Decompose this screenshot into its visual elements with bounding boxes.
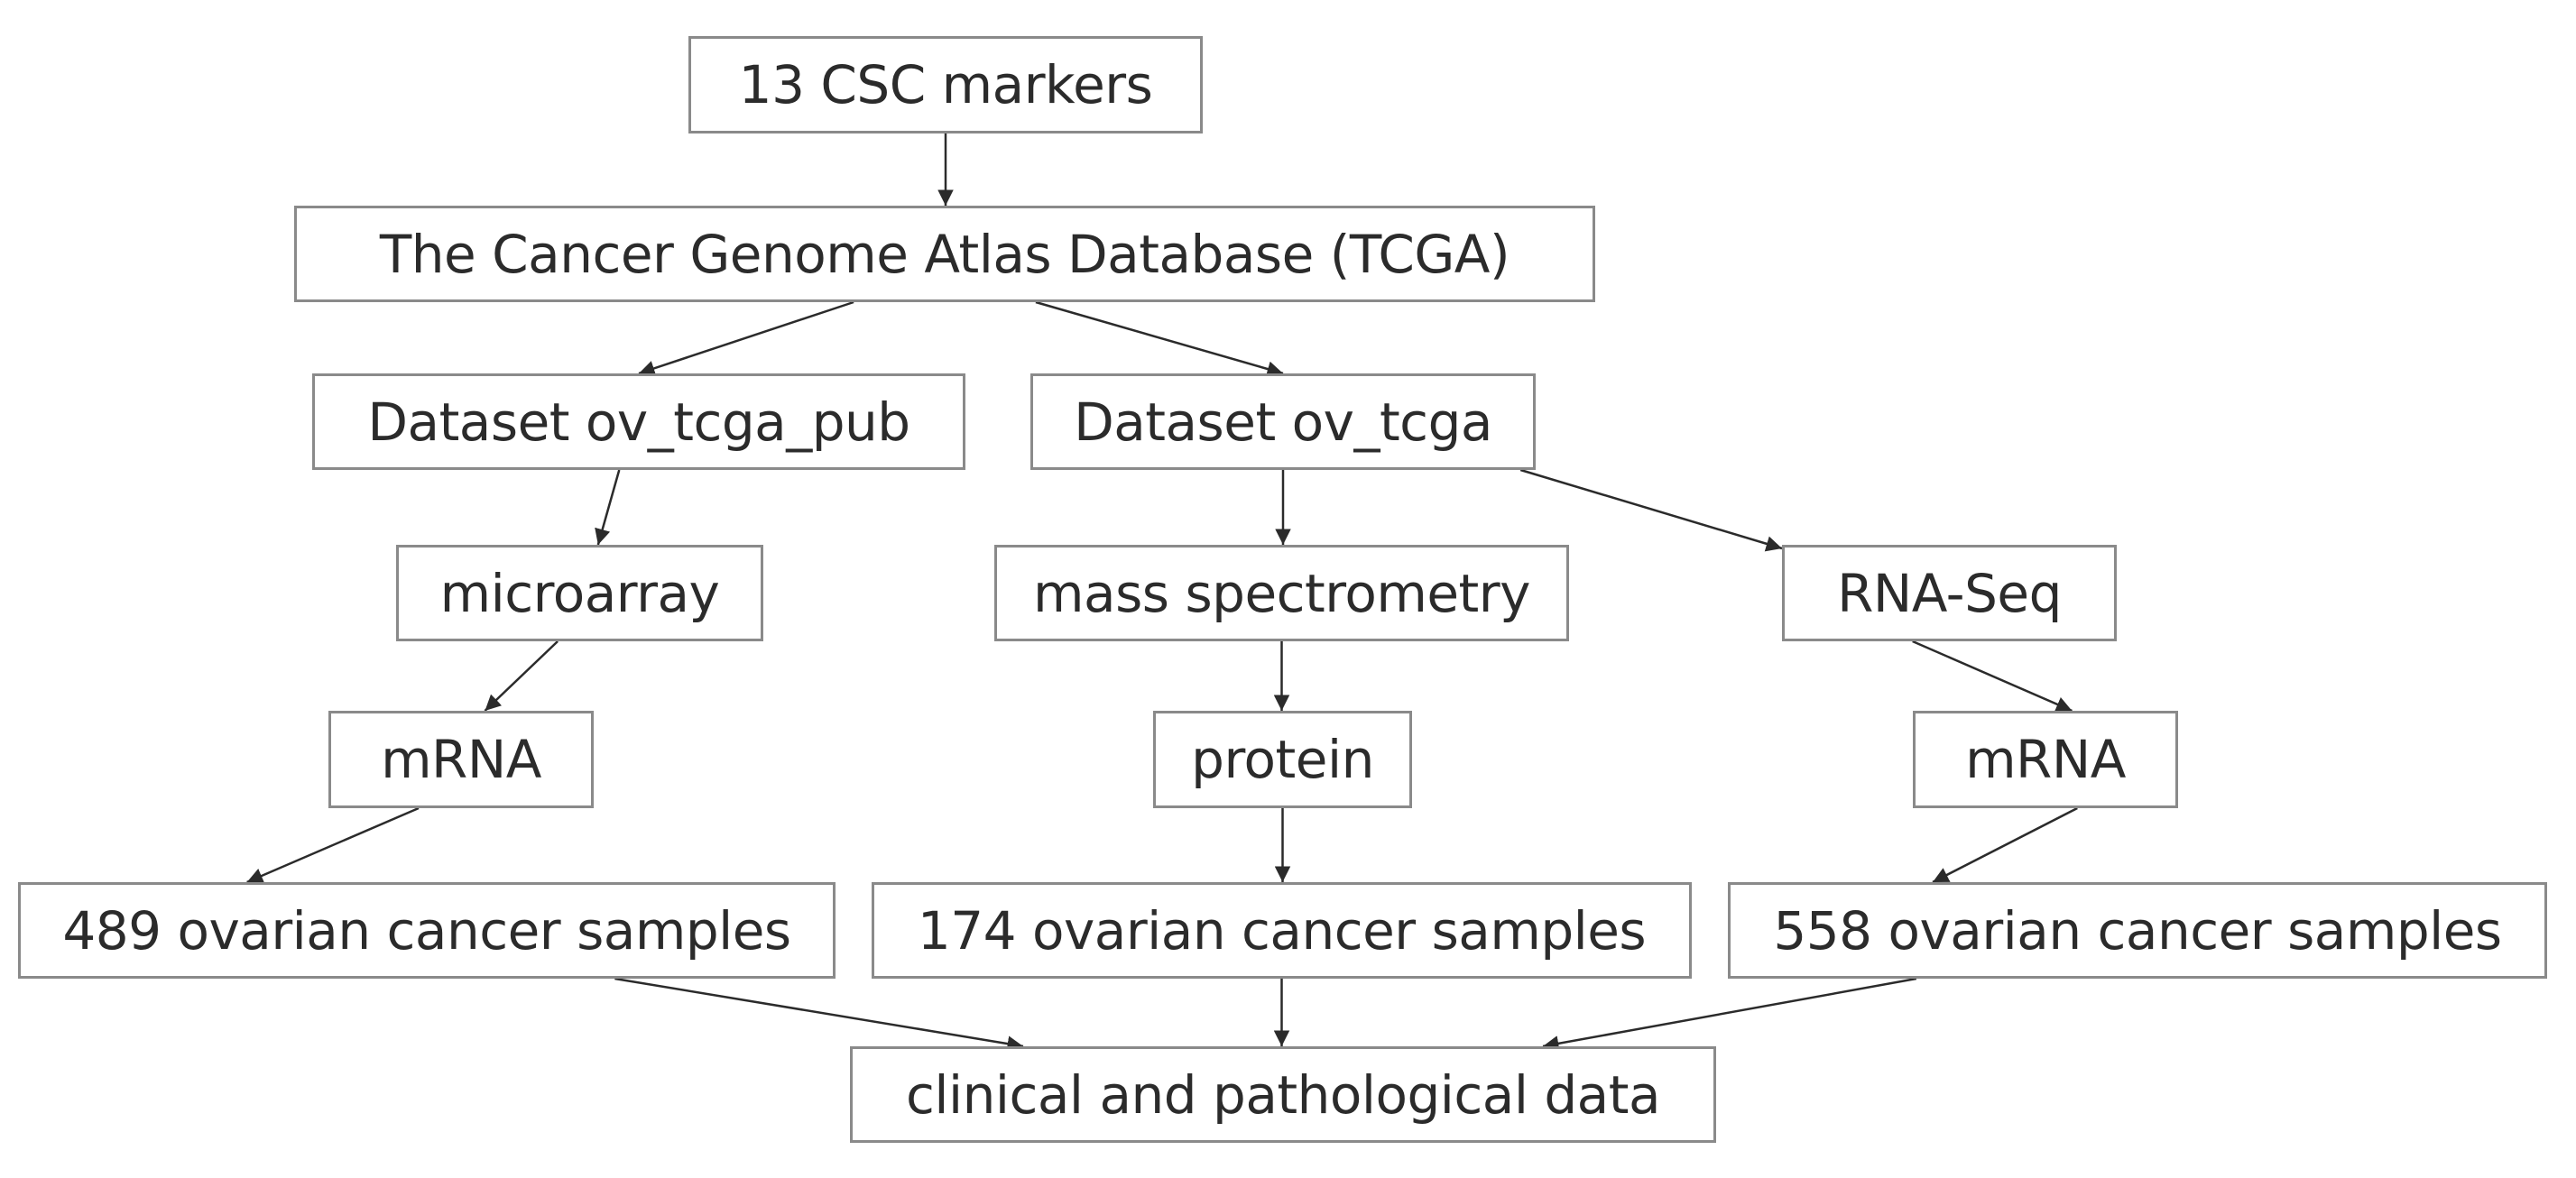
arrow-mrna-right-to-samples-558	[1932, 806, 2078, 884]
arrow-rna-seq-to-mrna-right	[1912, 640, 2073, 713]
node-microarray: microarray	[396, 545, 763, 641]
arrow-samples-489-to-clinical-data	[614, 977, 1024, 1052]
node-mrna-right: mRNA	[1913, 711, 2178, 808]
node-rna-seq: RNA-Seq	[1782, 545, 2117, 641]
node-tcga-database: The Cancer Genome Atlas Database (TCGA)	[294, 206, 1595, 302]
node-protein: protein	[1153, 711, 1412, 808]
node-samples-174: 174 ovarian cancer samples	[872, 882, 1692, 979]
arrow-samples-558-to-clinical-data	[1542, 977, 1917, 1052]
node-samples-489: 489 ovarian cancer samples	[18, 882, 836, 979]
arrow-microarray-to-mrna-left	[484, 640, 559, 712]
node-dataset-ov-tcga-pub: Dataset ov_tcga_pub	[312, 373, 965, 470]
arrow-tcga-database-to-dataset-ov-tcga	[1035, 300, 1284, 377]
arrow-dataset-ov-tcga-to-rna-seq	[1519, 468, 1783, 552]
node-mass-spectrometry: mass spectrometry	[994, 545, 1569, 641]
node-samples-558: 558 ovarian cancer samples	[1728, 882, 2547, 979]
node-mrna-left: mRNA	[328, 711, 594, 808]
node-dataset-ov-tcga: Dataset ov_tcga	[1030, 373, 1536, 470]
arrow-dataset-ov-tcga-pub-to-microarray	[595, 469, 621, 546]
node-clinical-data: clinical and pathological data	[850, 1046, 1716, 1143]
node-csc-markers: 13 CSC markers	[688, 36, 1203, 133]
arrow-tcga-database-to-dataset-ov-tcga-pub	[638, 300, 854, 376]
arrow-mrna-left-to-samples-489	[246, 806, 420, 884]
